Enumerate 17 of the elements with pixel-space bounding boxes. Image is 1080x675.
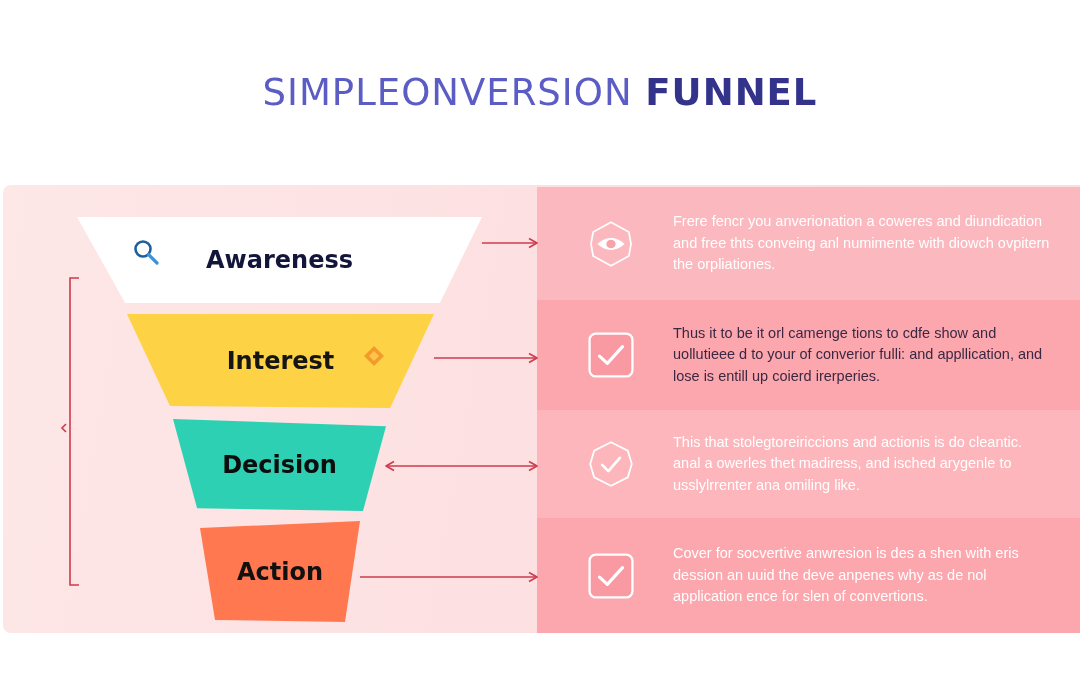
description-band [537, 187, 1080, 300]
stage-label: Interest [226, 346, 335, 376]
arrow [433, 352, 538, 364]
arrow [359, 571, 538, 583]
description-band [537, 518, 1080, 633]
stage-label: Awareness [206, 245, 353, 275]
description-text: Thus it to be it orl camenge tions to cdfe show and uollutieee d to your of converior fulli: and appllication, and lose is entill up coierd irerperies. [673, 323, 1044, 386]
description-band [537, 410, 1080, 518]
title: SIMPLEONVERSION FUNNEL [262, 70, 818, 116]
description-text: This that stolegtoreiriccions and actionis is do cleantic. anal a owerles thet madiress, and isched arygenle to usslylrrenter ana omiling like. [673, 432, 1023, 495]
stage-label: Decision [222, 450, 337, 480]
description-text: Frere fencr you anverionation a coweres and diundication and free thts conveing anl numimente with diowch ovpitern the orpliationes. [673, 212, 1051, 274]
stage-label: Action [236, 556, 324, 587]
arrow [481, 237, 538, 249]
arrow [385, 460, 538, 472]
description-band [537, 300, 1080, 410]
description-text: Cover for socvertive anwresion is des a shen with eris dession an uuid the deve anpenes why as de nol application ence for slen of convertions. [673, 544, 1020, 606]
